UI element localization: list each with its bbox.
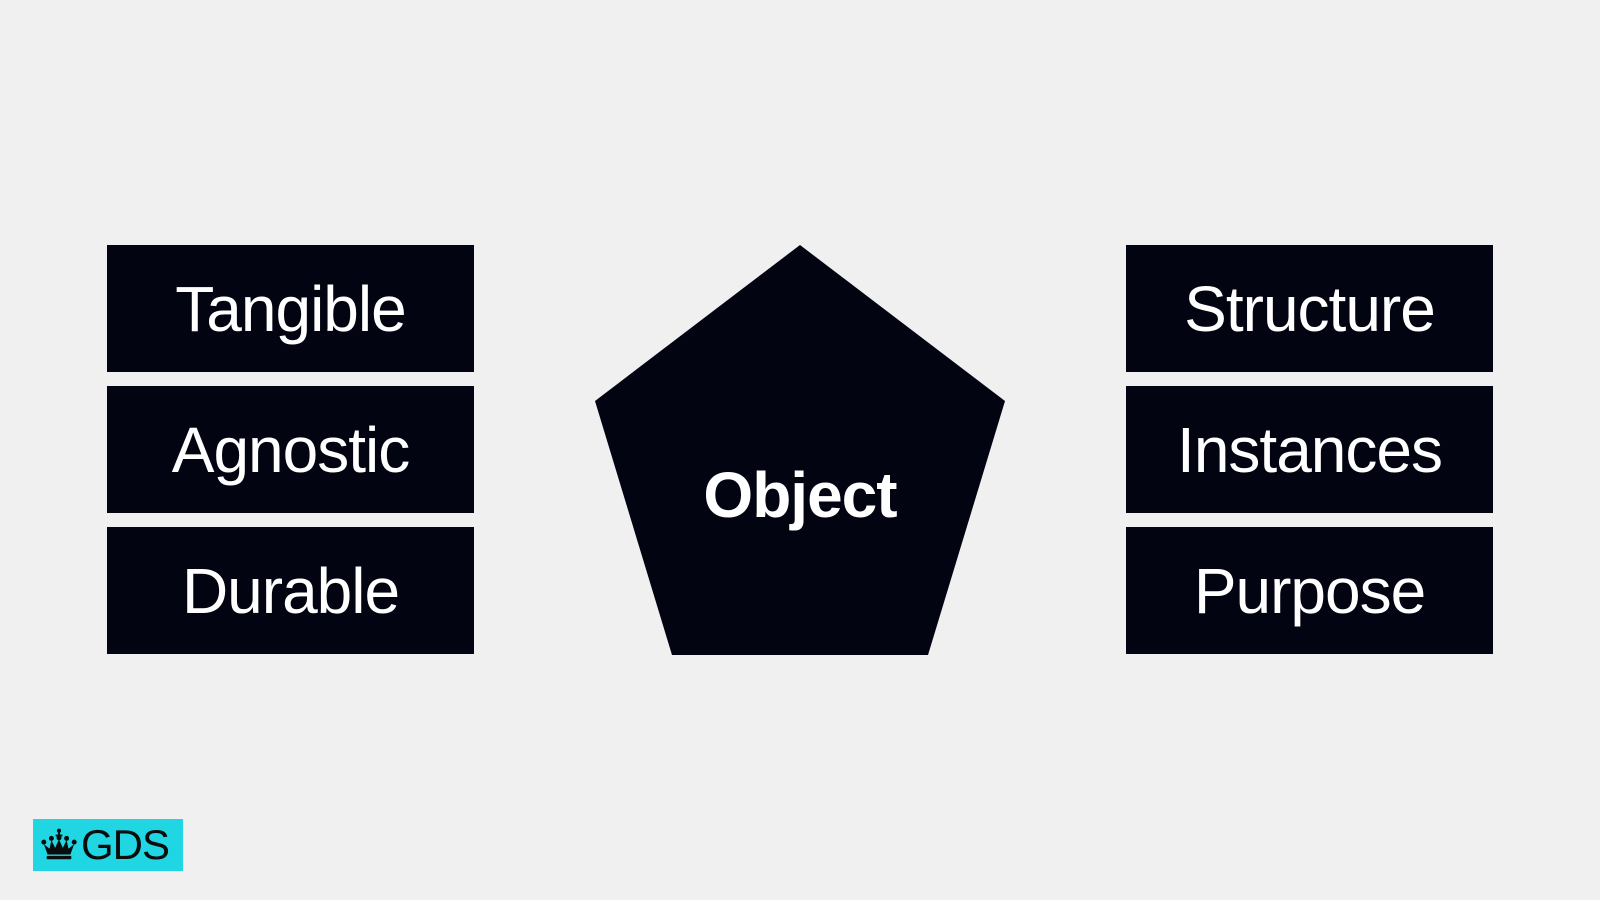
right-box-label: Structure — [1184, 272, 1436, 345]
left-box-agnostic: Agnostic — [107, 386, 474, 513]
crown-icon — [41, 828, 77, 860]
right-box-purpose: Purpose — [1126, 527, 1493, 654]
center-pentagon: Object — [595, 245, 1005, 655]
center-label: Object — [703, 459, 897, 531]
logo-text: GDS — [81, 821, 170, 868]
left-box-tangible: Tangible — [107, 245, 474, 372]
left-box-label: Tangible — [175, 272, 406, 345]
left-box-label: Agnostic — [171, 413, 410, 486]
right-box-label: Instances — [1177, 413, 1443, 486]
right-box-instances: Instances — [1126, 386, 1493, 513]
left-box-durable: Durable — [107, 527, 474, 654]
right-box-structure: Structure — [1126, 245, 1493, 372]
right-box-label: Purpose — [1193, 554, 1426, 627]
pentagon-shape — [595, 245, 1005, 655]
gds-logo: GDS — [33, 819, 183, 871]
left-box-label: Durable — [181, 554, 400, 627]
